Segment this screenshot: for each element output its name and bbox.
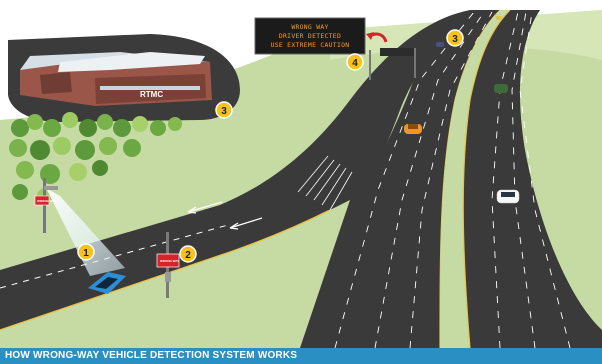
right-freeway bbox=[463, 10, 602, 348]
arterial-lane-line bbox=[0, 224, 229, 289]
svg-text:WRONG WAY: WRONG WAY bbox=[37, 199, 56, 203]
svg-text:3: 3 bbox=[221, 106, 227, 117]
distant-car bbox=[436, 16, 502, 47]
right-freeway-edge bbox=[462, 9, 511, 348]
vms-line-2: DRIVER DETECTED bbox=[279, 32, 341, 40]
callout-3-freeway: 3 bbox=[446, 29, 464, 47]
callout-1: 1 bbox=[77, 243, 95, 261]
rtmc-building: RTMC bbox=[20, 52, 212, 106]
left-freeway bbox=[300, 10, 500, 348]
gore-chevrons bbox=[297, 155, 353, 211]
svg-text:2: 2 bbox=[185, 250, 191, 261]
diagram-caption: HOW WRONG-WAY VEHICLE DETECTION SYSTEM W… bbox=[0, 348, 602, 364]
wrong-way-car bbox=[88, 272, 126, 294]
callout-4: 4 bbox=[346, 53, 364, 71]
tree-cluster bbox=[9, 112, 182, 204]
left-freeway-lane-1 bbox=[334, 11, 475, 348]
building-label: RTMC bbox=[140, 90, 163, 99]
callout-3-building: 3 bbox=[215, 101, 233, 119]
median bbox=[440, 10, 510, 348]
detection-beam bbox=[46, 188, 125, 276]
message-sign: WRONG WAY DRIVER DETECTED USE EXTREME CA… bbox=[254, 17, 366, 55]
wrong-way-sign-left: WRONG WAY bbox=[34, 195, 56, 206]
vms-line-1: WRONG WAY bbox=[291, 23, 328, 31]
white-car bbox=[496, 189, 520, 204]
vms-line-3: USE EXTREME CAUTION bbox=[271, 41, 350, 49]
svg-text:4: 4 bbox=[352, 58, 358, 69]
svg-text:3: 3 bbox=[452, 34, 458, 45]
callout-2: 2 bbox=[179, 245, 197, 263]
highway-scene: RTMC WRONG WAY WRONG WAY bbox=[0, 9, 602, 348]
wrong-way-sign-right-label: WRONG WAY bbox=[160, 259, 179, 263]
left-freeway-lane-3 bbox=[409, 11, 493, 348]
svg-text:1: 1 bbox=[83, 248, 89, 259]
sensor-pole: WRONG WAY bbox=[156, 232, 180, 298]
right-freeway-lane-3 bbox=[519, 11, 571, 348]
orange-car bbox=[404, 124, 422, 134]
red-arrow-head-icon bbox=[366, 32, 374, 40]
arterial-edge-line bbox=[0, 209, 331, 331]
overhead-gantry bbox=[369, 48, 416, 80]
detection-camera bbox=[43, 178, 125, 276]
lane-arrows bbox=[187, 201, 263, 230]
ramp-road bbox=[220, 10, 500, 210]
left-freeway-lane-2 bbox=[374, 11, 485, 348]
green-car bbox=[494, 84, 508, 93]
